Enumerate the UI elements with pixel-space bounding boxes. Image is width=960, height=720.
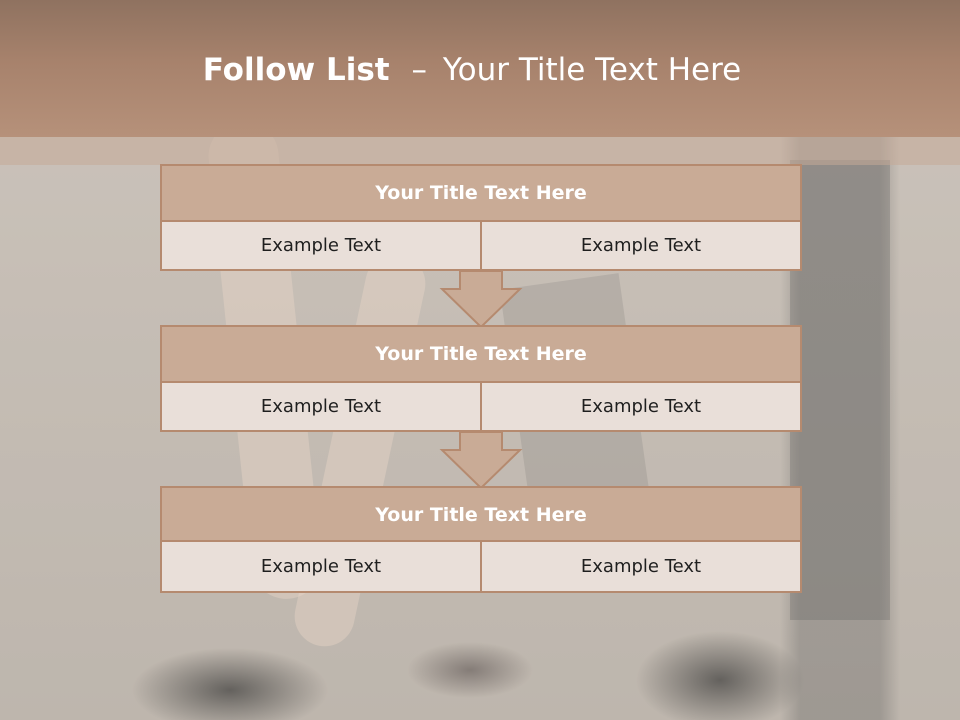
header-bar: [0, 0, 960, 137]
down-arrow-icon: [439, 271, 523, 329]
step-title: Your Title Text Here: [160, 325, 802, 383]
step-box-1: Your Title Text Here Example Text Exampl…: [160, 164, 802, 271]
step-row: Example Text Example Text: [160, 381, 802, 432]
step-row: Example Text Example Text: [160, 220, 802, 271]
step-cell-right: Example Text: [480, 542, 800, 591]
title-separator: –: [411, 52, 427, 88]
down-arrow-icon: [439, 432, 523, 490]
step-row: Example Text Example Text: [160, 540, 802, 593]
title-strong: Follow List: [202, 52, 390, 88]
step-title: Your Title Text Here: [160, 486, 802, 544]
step-cell-right: Example Text: [480, 383, 800, 430]
step-cell-left: Example Text: [260, 396, 382, 417]
step-cell-left: Example Text: [260, 556, 382, 577]
step-cell-right: Example Text: [480, 222, 800, 269]
step-box-3: Your Title Text Here Example Text Exampl…: [160, 486, 802, 593]
step-title: Your Title Text Here: [160, 164, 802, 222]
title-rest: Your Title Text Here: [442, 52, 742, 88]
step-box-2: Your Title Text Here Example Text Exampl…: [160, 325, 802, 432]
photo-trouser: [790, 160, 890, 620]
header-band: [0, 137, 960, 165]
slide-title: Follow List – Your Title Text Here: [0, 52, 944, 88]
step-cell-left: Example Text: [260, 235, 382, 256]
